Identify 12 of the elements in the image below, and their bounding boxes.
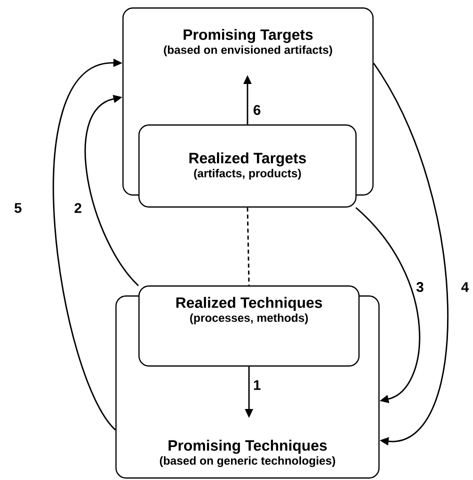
arrow: [355, 207, 420, 404]
edge-label: 2: [74, 203, 82, 213]
rounded-box: Realized Targets (artifacts, products): [138, 124, 357, 208]
arrow: [373, 62, 448, 446]
edge-label: 3: [416, 282, 424, 292]
dashed-line: [246, 208, 250, 286]
edge-label: 5: [14, 203, 22, 213]
rounded-box: Realized Techniques (processes, methods): [138, 285, 360, 367]
edge-label: 1: [254, 380, 260, 390]
arrow: [84, 94, 139, 286]
edge-label: 6: [254, 105, 260, 115]
edge-label: 4: [461, 282, 469, 292]
